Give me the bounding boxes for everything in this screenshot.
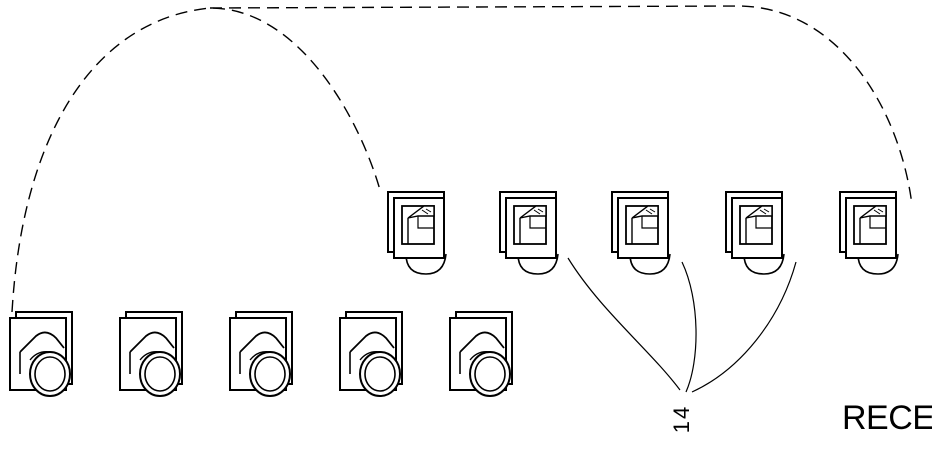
reference-numeral-14: 14 bbox=[669, 404, 694, 434]
leader-line-jack3 bbox=[681, 261, 697, 393]
barrel-connector-icon bbox=[339, 311, 403, 397]
section-label: RECE bbox=[842, 399, 932, 437]
leader-line-jack2 bbox=[567, 257, 681, 391]
modular-jack-icon bbox=[387, 191, 447, 275]
modular-jack-icon bbox=[499, 191, 559, 275]
modular-jack-icon bbox=[839, 191, 899, 275]
barrel-connector-icon bbox=[119, 311, 183, 397]
dashed-link-top-to-jack5 bbox=[209, 5, 913, 206]
barrel-connector-icon bbox=[9, 311, 73, 397]
modular-jack-icon bbox=[611, 191, 671, 275]
dashed-link-connector1-jack1 bbox=[11, 7, 381, 313]
leader-line-jack4 bbox=[691, 261, 797, 393]
barrel-connector-icon bbox=[229, 311, 293, 397]
barrel-connector-icon bbox=[449, 311, 513, 397]
modular-jack-icon bbox=[725, 191, 785, 275]
